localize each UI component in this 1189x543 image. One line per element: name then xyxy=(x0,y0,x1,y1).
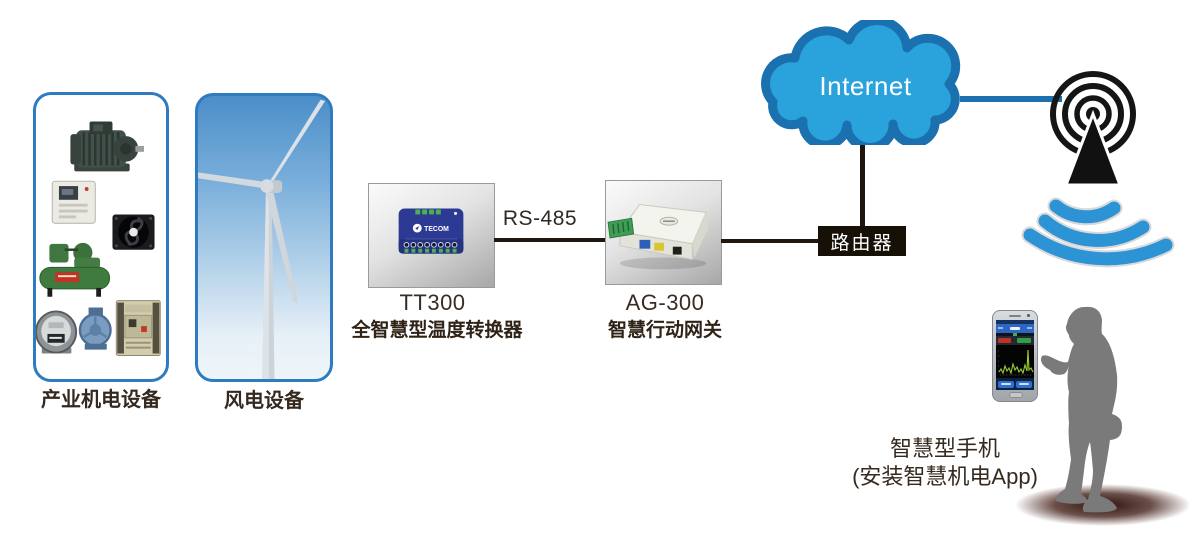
circuit-breaker-image xyxy=(115,300,161,356)
wind-turbine-photo xyxy=(195,93,333,382)
ag300-model-label: AG-300 xyxy=(625,290,705,315)
smartphone-image xyxy=(992,310,1038,402)
app-title-bar xyxy=(996,324,1034,333)
power-meter-image xyxy=(36,310,78,354)
wifi-waves-icon xyxy=(1021,197,1175,268)
person-silhouette xyxy=(1015,306,1189,526)
alert-chip-red xyxy=(998,338,1011,343)
internet-label: Internet xyxy=(819,71,912,101)
phone-status-bar xyxy=(996,320,1034,324)
industrial-equipment-photo xyxy=(33,92,169,382)
alert-chip-green xyxy=(1017,338,1031,343)
ag300-photo-panel xyxy=(605,180,722,285)
tt300-photo-panel: TECOM xyxy=(368,183,495,288)
air-compressor-image xyxy=(39,242,111,297)
router-box: 路由器 xyxy=(818,226,906,256)
app-alert-row xyxy=(996,336,1034,345)
phone-camera xyxy=(1027,314,1030,317)
ag300-name-label: 智慧行动网关 xyxy=(607,320,722,341)
phone-screen xyxy=(996,320,1034,390)
phone-home-button xyxy=(1009,392,1023,398)
industrial-equipment-collage xyxy=(36,121,161,356)
electric-motor-image xyxy=(70,121,145,172)
smartphone-caption-line1: 智慧型手机 xyxy=(889,436,1000,461)
tt300-name-label: 全智慧型温度转换器 xyxy=(351,320,523,341)
internet-cloud-icon xyxy=(761,20,961,145)
tt300-brand-text: TECOM xyxy=(424,226,449,233)
wind-equipment-label: 风电设备 xyxy=(224,390,304,412)
rs485-connector-line xyxy=(494,238,606,242)
cooling-fan-image xyxy=(112,214,155,250)
app-chart-area xyxy=(996,345,1034,378)
antenna-icon xyxy=(1050,71,1136,187)
gateway-router-line xyxy=(721,239,818,243)
water-pump-image xyxy=(78,307,112,350)
rs485-label: RS-485 xyxy=(502,207,578,230)
app-button-left xyxy=(998,381,1014,388)
ag300-device-image xyxy=(607,204,709,270)
router-label: 路由器 xyxy=(830,232,894,254)
tt300-terminal-bottom xyxy=(403,238,458,253)
tt300-model-label: TT300 xyxy=(399,290,466,315)
wind-turbine-image xyxy=(198,99,326,379)
ag300-ports xyxy=(639,239,682,255)
app-button-row xyxy=(996,378,1034,390)
app-button-right xyxy=(1016,381,1032,388)
industrial-equipment-label: 产业机电设备 xyxy=(41,389,161,411)
smartphone-caption-line2: (安装智慧机电App) xyxy=(852,464,1038,489)
phone-speaker xyxy=(1009,315,1021,317)
tt300-terminal-top xyxy=(415,209,458,215)
ag300-terminal-block xyxy=(607,217,635,239)
tt300-device-image: TECOM xyxy=(398,208,464,254)
cloud-antenna-line xyxy=(960,96,1062,102)
app-indicator-row xyxy=(996,333,1034,336)
inverter-image xyxy=(51,180,96,224)
cloud-router-line xyxy=(860,128,865,228)
